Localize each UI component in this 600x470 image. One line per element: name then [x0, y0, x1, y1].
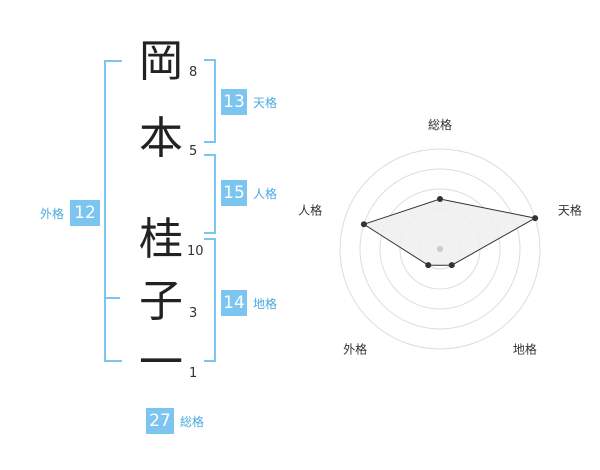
radar-axis-label-1: 総格: [428, 117, 452, 132]
radar-axis-label-4: 外格: [343, 341, 367, 356]
tenkaku-label: 天格: [253, 96, 278, 110]
stroke-count-5: 1: [189, 366, 198, 381]
outer-bracket-split: [104, 297, 120, 299]
name-char-2: 本: [139, 113, 183, 164]
radar-point-5: [360, 221, 367, 228]
stroke-count-2: 5: [189, 144, 198, 159]
gaikaku-label: 外格: [40, 207, 65, 221]
name-char-4: 子: [139, 276, 183, 327]
radar-ring-4: [359, 168, 521, 330]
radar-ring-5: [339, 148, 541, 350]
radar-axis-label-2: 天格: [558, 203, 582, 218]
radar-point-3: [448, 262, 455, 269]
chikaku-label: 地格: [253, 297, 278, 311]
outer-bracket: [104, 60, 122, 362]
stroke-count-4: 3: [189, 306, 198, 321]
gaikaku-value: 12: [70, 200, 100, 226]
radar-point-1: [437, 196, 443, 202]
chikaku-value: 14: [221, 290, 247, 316]
radar-polygon: [362, 198, 537, 266]
tenkaku-bracket: [204, 59, 216, 143]
name-char-3: 桂: [139, 214, 183, 265]
jinkaku-label: 人格: [253, 187, 278, 201]
jinkaku-value: 15: [221, 180, 247, 206]
tenkaku-value: 13: [221, 89, 247, 115]
radar-axis-label-5: 人格: [298, 203, 322, 218]
radar-axis-label-3: 地格: [513, 341, 537, 356]
soukaku-value: 27: [146, 408, 174, 434]
radar-point-4: [425, 262, 432, 269]
radar-point-2: [532, 215, 539, 222]
name-char-1: 岡: [139, 36, 183, 87]
name-char-5: 一: [139, 337, 183, 388]
chikaku-bracket: [204, 238, 216, 362]
soukaku-label: 総格: [180, 415, 205, 429]
stroke-count-1: 8: [189, 65, 198, 80]
radar-ring-3: [379, 188, 501, 310]
radar-center-dot: [437, 246, 443, 252]
stroke-count-3: 10: [187, 244, 204, 259]
jinkaku-bracket: [204, 154, 216, 234]
